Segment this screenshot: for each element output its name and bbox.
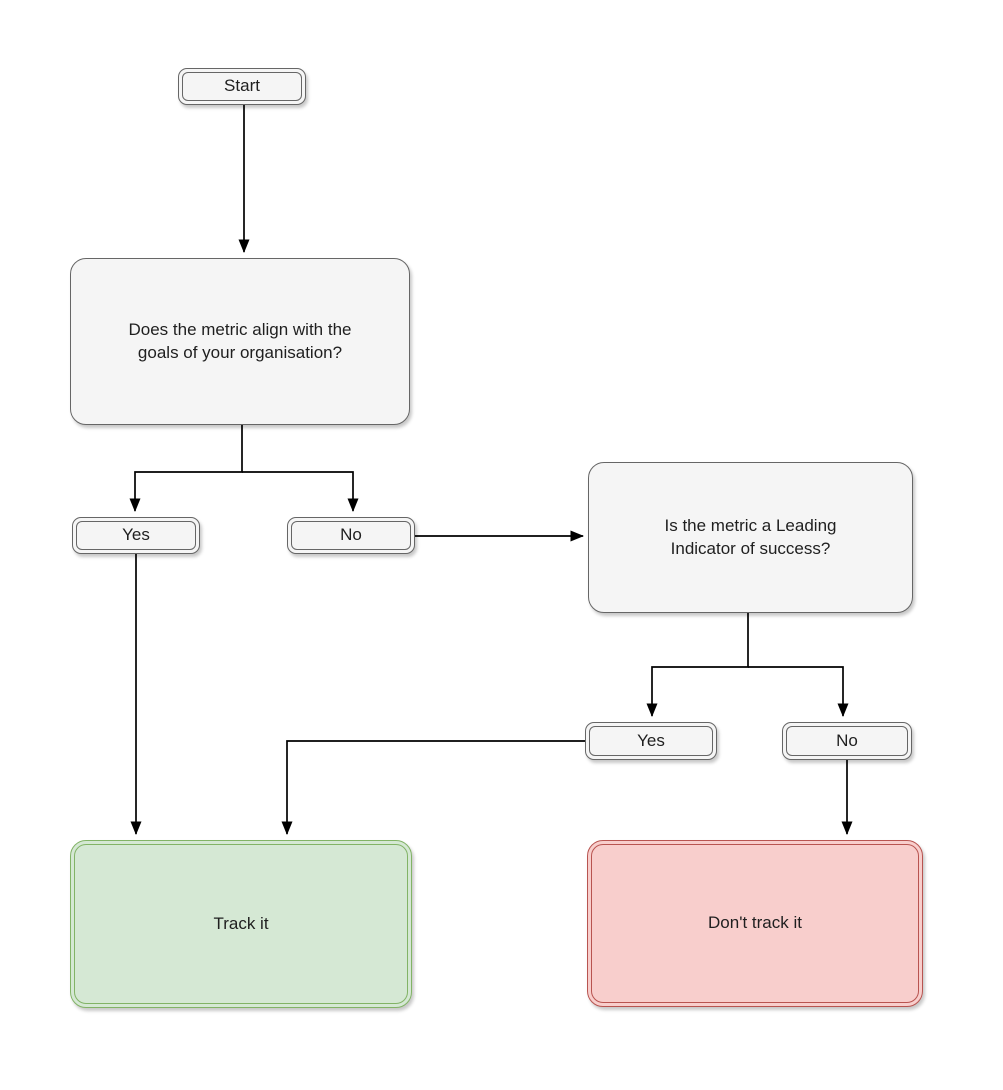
node-start-label: Start <box>224 76 260 96</box>
node-question-goals: Does the metric align with the goals of … <box>70 258 410 425</box>
node-track-it-frame: Track it <box>74 844 408 1004</box>
node-question-leading-indicator: Is the metric a Leading Indicator of suc… <box>588 462 913 613</box>
node-yes-leading-label: Yes <box>637 730 665 750</box>
node-track-it-label: Track it <box>213 913 269 933</box>
node-question-leading-indicator-label: Is the metric a Leading Indicator of suc… <box>664 515 837 558</box>
node-yes-goals-label: Yes <box>122 525 150 545</box>
node-yes-goals-frame: Yes <box>76 521 196 550</box>
connector-q2-to-no2 <box>748 666 849 717</box>
node-dont-track-it: Don't track it <box>587 840 923 1007</box>
node-no-leading: No <box>782 722 912 760</box>
node-yes-leading-frame: Yes <box>589 726 713 756</box>
node-no-goals-frame: No <box>291 521 411 550</box>
connector-q1-to-no1 <box>242 471 359 512</box>
node-start: Start <box>178 68 306 105</box>
connector-yes2-to-track <box>281 740 585 835</box>
node-no-leading-frame: No <box>786 726 908 756</box>
node-start-frame: Start <box>182 72 302 101</box>
node-no-leading-label: No <box>836 730 858 750</box>
node-yes-leading: Yes <box>585 722 717 760</box>
node-no-goals: No <box>287 517 415 554</box>
connector-q1-to-yes1 <box>129 425 243 512</box>
node-yes-goals: Yes <box>72 517 200 554</box>
node-track-it: Track it <box>70 840 412 1008</box>
node-dont-track-it-frame: Don't track it <box>591 844 919 1003</box>
node-question-goals-label: Does the metric align with the goals of … <box>128 319 352 362</box>
node-no-goals-label: No <box>340 525 362 545</box>
node-dont-track-it-label: Don't track it <box>708 913 802 933</box>
connector-q2-to-yes2 <box>646 613 749 717</box>
